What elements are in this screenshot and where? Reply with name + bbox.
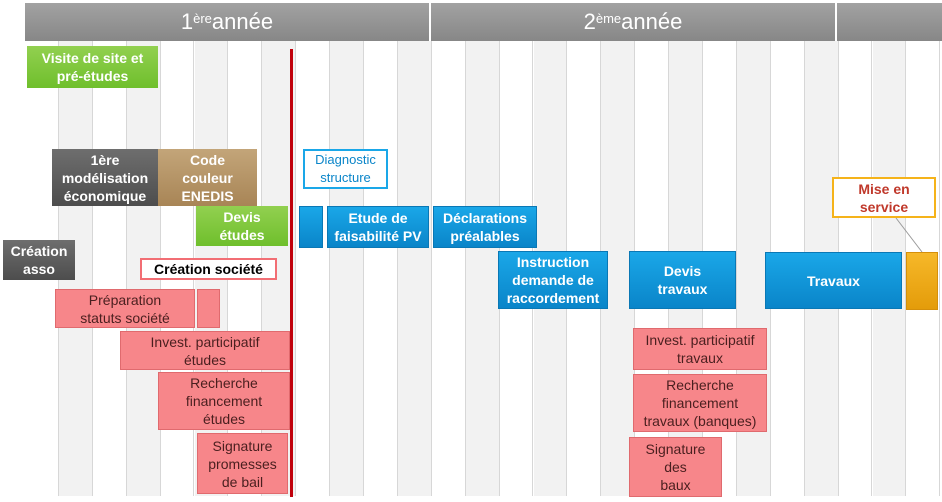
task-code-couleur-enedis: Code couleur ENEDIS [158, 149, 257, 206]
task-visite-pre-etudes: Visite de site et pré-études [27, 46, 158, 88]
task-label: Recherche financement études [185, 375, 263, 427]
task-label: Diagnostic structure [315, 152, 376, 185]
task-invest-participatif-travaux: Invest. participatif travaux [633, 328, 767, 370]
task-label: Travaux [807, 272, 860, 289]
task-devis-travaux: Devis travaux [629, 251, 736, 309]
task-label: Recherche financement travaux (banques) [643, 377, 757, 429]
task-label: Signature promesses de bail [208, 437, 277, 490]
year-2-number: 2 [583, 9, 596, 34]
task-label: Création asso [10, 243, 68, 277]
task-label: Devis travaux [657, 263, 708, 297]
task-signature-baux: Signature des baux [629, 437, 722, 497]
grid-column [92, 41, 127, 496]
task-label: Invest. participatif travaux [645, 332, 755, 366]
grid-column [397, 41, 432, 496]
task-devis-etudes: Devis études [196, 206, 288, 246]
task-modelisation-economique: 1ère modélisation économique [52, 149, 158, 206]
task-signature-promesses-bail: Signature promesses de bail [197, 433, 288, 494]
task-label: Signature des baux [645, 441, 706, 493]
year-3-header [837, 3, 942, 41]
task-instruction-raccordement: Instruction demande de raccordement [498, 251, 608, 309]
year-2-word: année [621, 9, 683, 34]
task-statuts-extension [197, 289, 220, 328]
task-invest-participatif-etudes: Invest. participatif études [120, 331, 290, 370]
milestone-diagnostic-structure: Diagnostic structure [303, 149, 388, 189]
grid-column [465, 41, 500, 496]
year-1-suffix: ère [193, 10, 212, 26]
year-1-number: 1 [180, 9, 194, 34]
grid-column [296, 41, 331, 496]
task-mise-en-service-bar [906, 252, 938, 310]
task-label: Instruction demande de raccordement [506, 254, 600, 306]
task-travaux: Travaux [765, 252, 902, 309]
task-diagnostic-bar [299, 206, 323, 248]
task-creation-asso: Création asso [3, 240, 75, 280]
task-label: 1ère modélisation économique [61, 151, 149, 204]
task-label: Invest. participatif études [150, 333, 260, 368]
task-label: Création société [154, 261, 263, 277]
task-label: Visite de site et pré-études [41, 50, 144, 84]
task-preparation-statuts: Préparation statuts société [55, 289, 195, 328]
grid-column [431, 41, 466, 496]
task-label: Etude de faisabilité PV [334, 210, 422, 244]
task-recherche-financement-travaux: Recherche financement travaux (banques) [633, 374, 767, 432]
task-declarations-prealables: Déclarations préalables [433, 206, 537, 248]
year-1-word: année [211, 9, 274, 34]
task-label: Déclarations préalables [442, 210, 528, 244]
task-recherche-financement-etudes: Recherche financement études [158, 372, 290, 430]
year-2-suffix: ème [595, 10, 622, 26]
grid-column [364, 41, 398, 496]
task-label: Devis études [219, 209, 265, 243]
grid-column [330, 41, 364, 496]
task-label: Code couleur ENEDIS [181, 151, 234, 204]
milestone-creation-societe: Création société [140, 258, 277, 280]
task-label: Mise en service [858, 180, 910, 215]
task-etude-faisabilite-pv: Etude de faisabilité PV [327, 206, 429, 248]
current-date-line [290, 49, 293, 497]
task-label: Préparation statuts société [80, 291, 170, 326]
milestone-mise-en-service: Mise en service [832, 177, 936, 218]
